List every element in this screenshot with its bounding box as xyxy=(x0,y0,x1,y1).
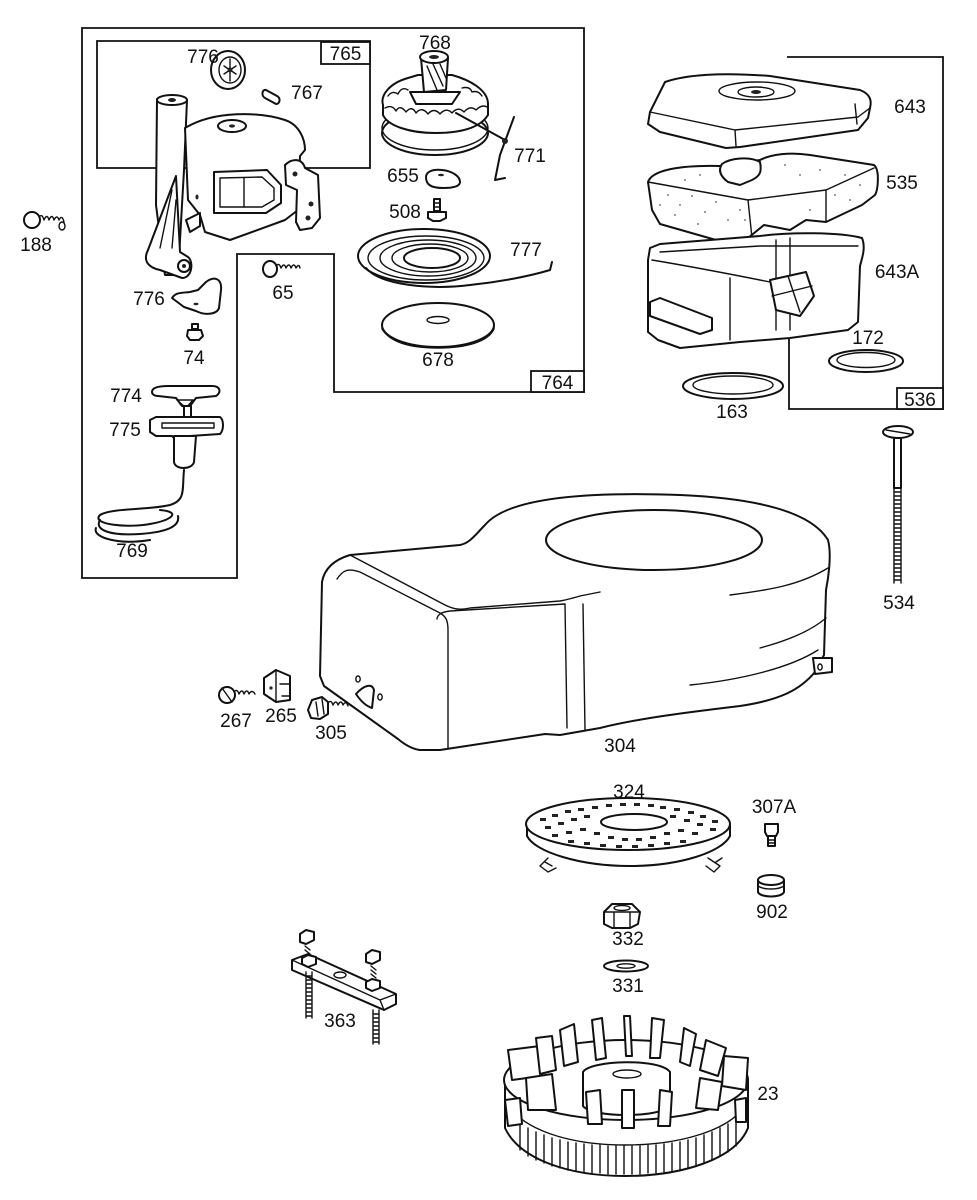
label-267: 267 xyxy=(220,711,252,732)
part-775-rope-guide: 775 xyxy=(109,405,224,469)
tag-765: 765 xyxy=(320,41,371,65)
part-65-screw: 65 xyxy=(262,260,301,304)
part-331-washer: 331 xyxy=(603,959,649,997)
part-23-flywheel: 23 xyxy=(503,1015,779,1177)
part-265-clip: 265 xyxy=(263,669,297,727)
label-172: 172 xyxy=(852,328,884,349)
label-776-top: 776 xyxy=(187,47,219,68)
label-535: 535 xyxy=(886,173,918,194)
label-777: 777 xyxy=(510,240,542,261)
part-267-screw: 267 xyxy=(218,686,256,732)
label-305: 305 xyxy=(315,723,347,744)
part-776-pawl: 776 xyxy=(133,277,223,315)
label-307A: 307A xyxy=(752,797,797,818)
part-172-gasket: 172 xyxy=(828,328,904,373)
label-265: 265 xyxy=(265,706,297,727)
label-534: 534 xyxy=(883,593,915,614)
label-771: 771 xyxy=(514,146,546,167)
part-776-pulley: 776 xyxy=(187,47,246,90)
label-768: 768 xyxy=(419,33,451,54)
label-678: 678 xyxy=(422,350,454,371)
label-188: 188 xyxy=(20,235,52,256)
part-535-foam-element: 535 xyxy=(647,152,918,247)
label-163: 163 xyxy=(716,402,748,423)
label-331: 331 xyxy=(612,976,644,997)
part-678-cover-plate: 678 xyxy=(381,302,495,371)
part-324-rotating-screen: 324 xyxy=(525,782,731,873)
label-776-bottom: 776 xyxy=(133,289,165,310)
label-363: 363 xyxy=(324,1011,356,1032)
label-304: 304 xyxy=(604,736,636,757)
part-74-nut: 74 xyxy=(183,323,205,369)
label-65: 65 xyxy=(272,283,293,304)
label-655: 655 xyxy=(387,166,419,187)
part-902-spacer: 902 xyxy=(756,874,788,923)
part-767-pin: 767 xyxy=(261,83,323,105)
part-774-handle: 774 xyxy=(110,385,221,409)
part-starter-housing xyxy=(144,94,321,279)
label-767: 767 xyxy=(291,83,323,104)
part-769-rope: 769 xyxy=(94,469,185,562)
part-655-retainer: 655 xyxy=(387,166,461,189)
label-74: 74 xyxy=(183,348,205,369)
part-768-ratchet: 768 xyxy=(381,33,489,156)
part-508-screw: 508 xyxy=(389,198,447,223)
label-643: 643 xyxy=(894,97,926,118)
part-163-gasket: 163 xyxy=(682,372,784,423)
label-769: 769 xyxy=(116,541,148,562)
part-304-blower-housing: 304 xyxy=(319,493,833,757)
label-536: 536 xyxy=(904,390,936,411)
starter-assembly-frame xyxy=(81,27,585,579)
label-774: 774 xyxy=(110,386,142,407)
part-777-rewind-spring: 777 xyxy=(357,228,553,288)
label-23: 23 xyxy=(757,1084,778,1105)
tag-764: 764 xyxy=(530,370,585,394)
label-332: 332 xyxy=(612,929,644,950)
label-324: 324 xyxy=(613,782,645,803)
part-534-long-screw: 534 xyxy=(882,425,915,614)
label-508: 508 xyxy=(389,202,421,223)
part-307A-screw: 307A xyxy=(752,797,797,847)
part-643A-body: 643A xyxy=(647,232,920,349)
label-764: 764 xyxy=(542,373,574,394)
part-305-screw: 305 xyxy=(307,696,349,744)
label-765: 765 xyxy=(330,44,362,65)
part-188-screw: 188 xyxy=(20,211,66,256)
tag-536: 536 xyxy=(896,387,944,411)
part-643-cover: 643 xyxy=(647,73,926,149)
label-902: 902 xyxy=(756,902,788,923)
part-332-nut: 332 xyxy=(603,903,644,950)
label-775: 775 xyxy=(109,420,141,441)
part-363-bracket: 363 xyxy=(291,929,397,1045)
label-643A: 643A xyxy=(875,262,920,283)
part-771-spring: 771 xyxy=(455,112,546,181)
